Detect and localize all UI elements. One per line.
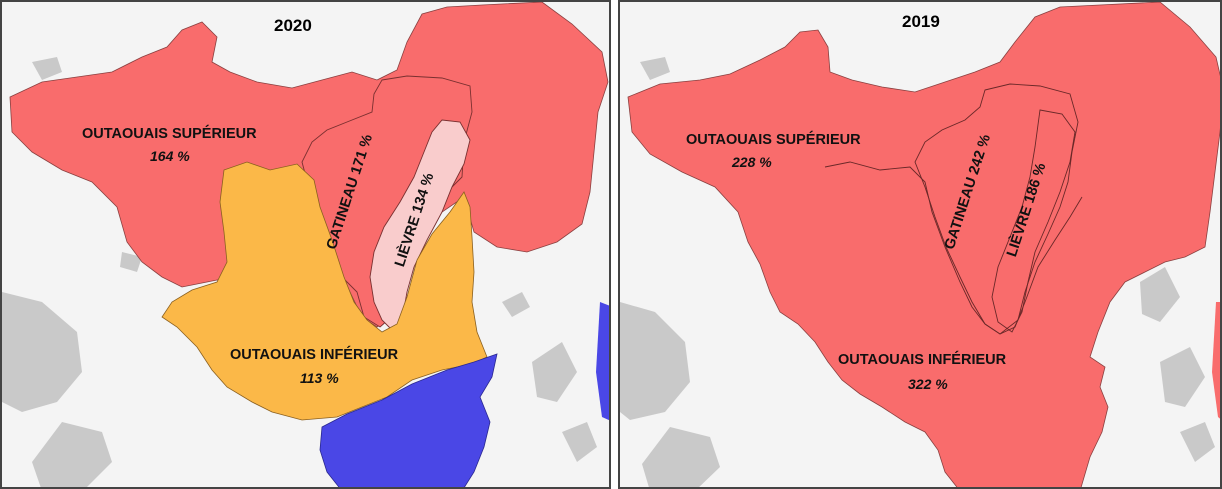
region-label-outaouais-superieur: OUTAOUAIS SUPÉRIEUR bbox=[686, 132, 861, 148]
region-value-outaouais-inferieur: 113 % bbox=[300, 370, 339, 386]
region-value-outaouais-superieur: 228 % bbox=[732, 154, 772, 170]
region-adjacent-basin bbox=[319, 353, 498, 487]
lake-east bbox=[1140, 267, 1180, 322]
region-label-outaouais-superieur: OUTAOUAIS SUPÉRIEUR bbox=[82, 126, 257, 142]
lake-small-4 bbox=[562, 422, 597, 462]
lake-small-1 bbox=[32, 57, 62, 80]
lake-southwest bbox=[32, 422, 112, 487]
region-gatineau-outline bbox=[914, 83, 1079, 335]
region-label-outaouais-inferieur: OUTAOUAIS INFÉRIEUR bbox=[230, 347, 399, 363]
region-south-extension bbox=[1212, 302, 1220, 419]
region-lievre-outline bbox=[991, 109, 1076, 333]
region-outaouais-inferieur bbox=[161, 161, 488, 421]
background-lakes bbox=[620, 57, 1215, 487]
map-canvas-2019 bbox=[620, 2, 1220, 487]
map-panel-2020: 2020 OUTAOUAIS SUPÉRIEUR 164 % GATINEAU … bbox=[0, 0, 611, 489]
lake-southwest bbox=[642, 427, 720, 487]
lake-small-3 bbox=[120, 252, 142, 272]
map-panel-2019: 2019 OUTAOUAIS SUPÉRIEUR 228 % GATINEAU … bbox=[618, 0, 1222, 489]
background-lakes bbox=[2, 57, 597, 487]
region-value-outaouais-inferieur: 322 % bbox=[908, 376, 948, 392]
region-value-outaouais-superieur: 164 % bbox=[150, 148, 190, 164]
region-label-outaouais-inferieur: OUTAOUAIS INFÉRIEUR bbox=[838, 352, 1007, 368]
lake-small-1 bbox=[640, 57, 670, 80]
region-outaouais-inferieur-outline bbox=[824, 161, 1083, 335]
lake-west bbox=[620, 302, 690, 420]
lake-small-2 bbox=[502, 292, 530, 317]
region-outaouais-basin bbox=[627, 2, 1220, 487]
map-year-label: 2020 bbox=[274, 16, 312, 35]
lake-east-2 bbox=[1160, 347, 1205, 407]
lake-east bbox=[532, 342, 577, 402]
map-year-label: 2019 bbox=[902, 12, 940, 31]
lake-west bbox=[2, 292, 82, 412]
region-adjacent-basin-east bbox=[596, 302, 609, 421]
lake-small-3 bbox=[1180, 422, 1215, 462]
map-canvas-2020 bbox=[2, 2, 609, 487]
